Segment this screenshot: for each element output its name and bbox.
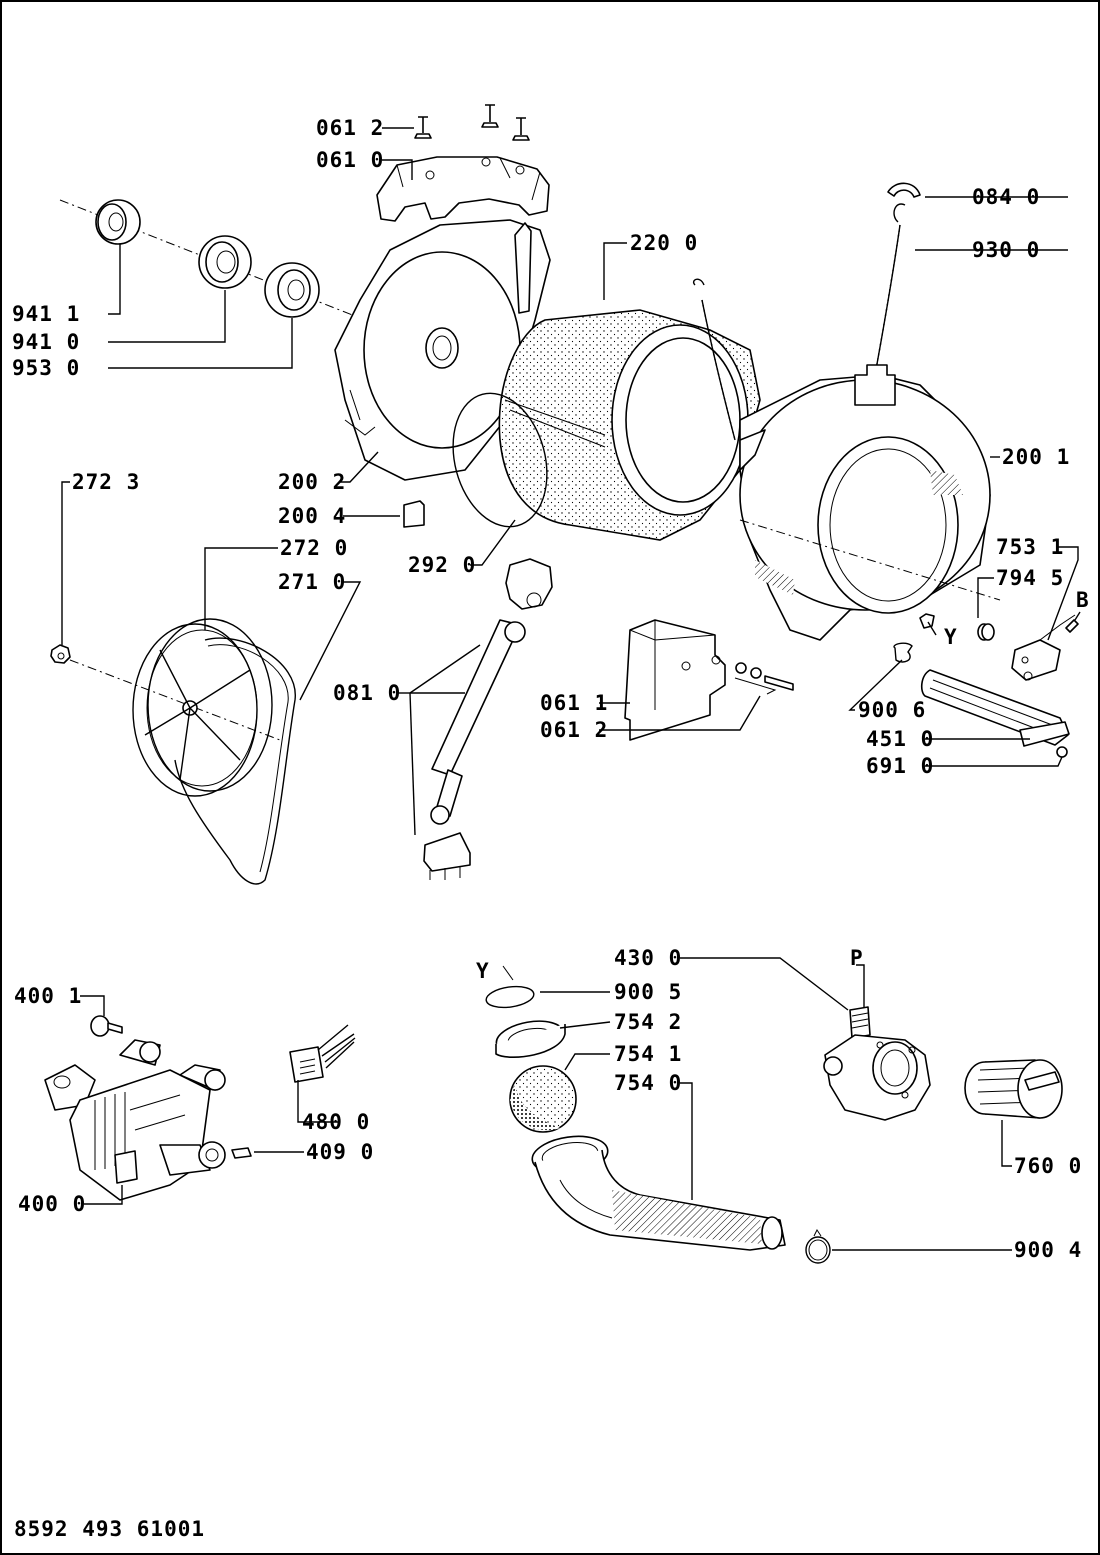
label-900-6: 900 6 bbox=[858, 698, 926, 722]
label-271-0: 271 0 bbox=[278, 570, 346, 594]
part-bolts-061-2 bbox=[734, 662, 794, 695]
part-drum-220-0 bbox=[498, 309, 761, 541]
label-754-2: 754 2 bbox=[614, 1010, 682, 1034]
part-belt-271-0 bbox=[174, 637, 296, 885]
part-spring-930-0 bbox=[874, 203, 906, 376]
part-front-tub-200-1 bbox=[739, 364, 1001, 641]
part-ntc-753-1 bbox=[1011, 614, 1079, 681]
label-081-0: 081 0 bbox=[333, 681, 401, 705]
label-b: B bbox=[1076, 588, 1090, 612]
label-400-1: 400 1 bbox=[14, 984, 82, 1008]
label-900-5: 900 5 bbox=[614, 980, 682, 1004]
part-pulley-272-0 bbox=[132, 618, 273, 797]
part-spring-left bbox=[693, 278, 736, 441]
label-200-4: 200 4 bbox=[278, 504, 346, 528]
label-953-0: 953 0 bbox=[12, 356, 80, 380]
label-430-0: 430 0 bbox=[614, 946, 682, 970]
label-272-0: 272 0 bbox=[280, 536, 348, 560]
label-p: P bbox=[850, 946, 864, 970]
label-480-0: 480 0 bbox=[302, 1110, 370, 1134]
part-tacho-400-1 bbox=[90, 1015, 123, 1037]
part-harness-480-0 bbox=[289, 1024, 356, 1083]
document-number: 8592 493 61001 bbox=[14, 1517, 205, 1541]
part-pump-430-0 bbox=[823, 1006, 931, 1121]
label-200-1: 200 1 bbox=[1002, 445, 1070, 469]
part-belt-inner bbox=[207, 644, 289, 873]
label-y-top: Y bbox=[944, 625, 958, 649]
label-292-0: 292 0 bbox=[408, 553, 476, 577]
part-bearing-953-0 bbox=[264, 262, 320, 318]
part-nut-272-3 bbox=[50, 644, 71, 664]
part-counterweight-061-1 bbox=[624, 619, 726, 741]
label-400-0: 400 0 bbox=[18, 1192, 86, 1216]
label-061-2-bottom: 061 2 bbox=[540, 718, 608, 742]
label-941-1: 941 1 bbox=[12, 302, 80, 326]
label-220-0: 220 0 bbox=[630, 231, 698, 255]
pulley-axis-line bbox=[69, 659, 281, 741]
label-061-2-top: 061 2 bbox=[316, 116, 384, 140]
part-ball-754-1 bbox=[509, 1065, 577, 1133]
part-y-fitting bbox=[919, 613, 935, 629]
leader-lines bbox=[61, 127, 1081, 1251]
part-ring-900-5 bbox=[485, 965, 535, 1009]
part-labels: 061 2 061 0 084 0 220 0 930 0 941 1 941 … bbox=[12, 116, 1090, 1541]
part-shock-absorber-081-0 bbox=[423, 558, 553, 880]
label-061-0: 061 0 bbox=[316, 148, 384, 172]
part-foot-061-2-top bbox=[414, 104, 530, 141]
part-brush-409-0 bbox=[231, 1147, 252, 1159]
label-760-0: 760 0 bbox=[1014, 1154, 1082, 1178]
label-272-3: 272 3 bbox=[72, 470, 140, 494]
part-clip-200-4 bbox=[403, 500, 425, 528]
part-clamp-900-6 bbox=[893, 642, 913, 663]
label-794-5: 794 5 bbox=[996, 566, 1064, 590]
part-heater-451-0 bbox=[920, 669, 1070, 758]
part-sump-hose-754-0 bbox=[531, 1135, 786, 1251]
part-bearing-941-0 bbox=[198, 235, 252, 289]
label-754-1: 754 1 bbox=[614, 1042, 682, 1066]
part-counterweight-061-0 bbox=[376, 156, 550, 222]
part-rear-tub-200-2 bbox=[334, 219, 551, 481]
part-hook-084-0 bbox=[887, 182, 921, 198]
label-084-0: 084 0 bbox=[972, 185, 1040, 209]
label-754-0: 754 0 bbox=[614, 1071, 682, 1095]
label-691-0: 691 0 bbox=[866, 754, 934, 778]
part-filter-760-0 bbox=[964, 1059, 1063, 1119]
label-900-4: 900 4 bbox=[1014, 1238, 1082, 1262]
label-941-0: 941 0 bbox=[12, 330, 80, 354]
label-200-2: 200 2 bbox=[278, 470, 346, 494]
label-930-0: 930 0 bbox=[972, 238, 1040, 262]
label-451-0: 451 0 bbox=[866, 727, 934, 751]
part-bearing-941-1 bbox=[95, 199, 141, 245]
part-bush-794-5 bbox=[977, 623, 995, 641]
label-753-1: 753 1 bbox=[996, 535, 1064, 559]
label-409-0: 409 0 bbox=[306, 1140, 374, 1164]
part-motor-400-0 bbox=[44, 1039, 226, 1201]
part-seal-754-2 bbox=[495, 1020, 566, 1058]
part-hose-clamp-900-4 bbox=[805, 1229, 831, 1264]
part-tub-seal-292-0 bbox=[452, 392, 548, 528]
label-061-1: 061 1 bbox=[540, 691, 608, 715]
label-y-bottom: Y bbox=[476, 959, 490, 983]
